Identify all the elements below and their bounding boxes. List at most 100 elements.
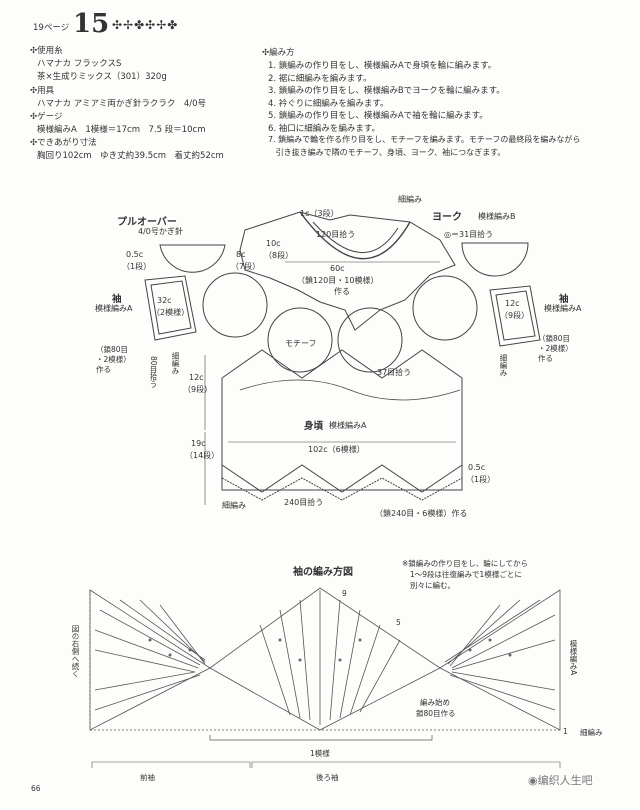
yoke-chain: （鎖120目・10模様） — [297, 276, 379, 285]
body-width: 102c（6模様） — [308, 445, 365, 454]
sleeve-edge-left: 細編み — [171, 352, 180, 375]
tools-line: ハマナカ アミアミ両かぎ針ラクラク 4/0号 — [37, 99, 207, 109]
motif-circle — [412, 275, 478, 341]
gauge-title: ゲージ — [37, 112, 63, 122]
instruction-step: 2. 裾に細編みを編みます。 — [268, 73, 372, 84]
sleeve-rows: （2模様） — [152, 308, 190, 317]
body-pick: 37目拾う — [377, 368, 412, 377]
body-label: 身頃 — [304, 421, 324, 432]
body-lower-rows: （14段） — [185, 451, 220, 460]
sleeve-rows-right: （9段） — [500, 311, 530, 320]
instruction-step: 7. 鎖編みで輪を作る作り目をし、モチーフを編みます。モチーフの最終段を編みなが… — [268, 135, 581, 144]
neck-depth: 1c（3段） — [300, 209, 339, 218]
sleeve-label-right: 袖 — [559, 294, 569, 305]
sleeve-chain-left: （鎖80目 ・2模様） 作る — [96, 345, 131, 374]
instruction-step: 引き抜き編みで隣のモチーフ、身頃、ヨーク、袖につなぎます。 — [268, 147, 506, 157]
row-number-1: 1 — [563, 727, 568, 736]
body-hem-rows: （1段） — [466, 475, 496, 484]
chart-note-3: 別々に編む。 — [410, 581, 455, 590]
page-reference: 19ページ — [33, 23, 70, 33]
sleeve-chart-title: 袖の編み方図 — [293, 567, 353, 578]
chart-front: 前袖 — [140, 773, 155, 782]
instruction-step: 1. 鎖編みの作り目をし、模様編みAで身頃を輪に編みます。 — [268, 61, 497, 71]
instruction-step: 6. 袖口に細編みを編みます。 — [268, 123, 380, 134]
sleeve-cuff-rows: （1段） — [122, 262, 152, 271]
chart-left-note: 図の右側へ続く — [71, 625, 80, 678]
chart-edge: 細編み — [580, 728, 603, 737]
sleeve-label-left: 袖 — [112, 294, 122, 305]
motif-circle — [202, 272, 268, 338]
chart-frame — [89, 590, 560, 731]
instructions-heading: ✣編み方 — [262, 48, 295, 58]
neck-edge-label: 細編み — [398, 195, 422, 204]
ornament-icon: ✣✢✤✣✢✤ — [112, 18, 179, 32]
yarn-line-1: ハマナカ フラックスS — [37, 59, 122, 69]
chart-start: 編み始め — [420, 698, 450, 707]
neck-pick: 120目拾う — [316, 230, 356, 239]
body-upper: 12c — [189, 373, 204, 382]
yoke-side-rows: （7段） — [231, 262, 261, 271]
body-pattern: 模様編みA — [329, 421, 367, 430]
size-heading: ✣できあがり寸法 — [30, 138, 97, 148]
yoke-width: 60c — [330, 264, 345, 273]
body-hem-edge: 細編み — [222, 501, 246, 510]
size-title: できあがり寸法 — [37, 138, 97, 148]
size-line: 胸回り102cm ゆき丈約39.5cm 着丈約52cm — [37, 151, 224, 161]
motif-circle — [337, 307, 403, 373]
yoke-side: 8c — [236, 250, 246, 259]
yoke-stitches: ◎＝31目拾う — [444, 230, 494, 239]
body-upper-rows: （9段） — [183, 385, 213, 394]
chart-start-chain: 鎖80目作る — [416, 709, 456, 718]
chart-back: 後ろ袖 — [316, 773, 339, 782]
page-number: 66 — [31, 784, 41, 793]
sleeve-width: 32c — [157, 296, 172, 305]
instruction-list: 1. 鎖編みの作り目をし、模様編みAで身頃を輪に編みます。 2. 裾に細編みを編… — [268, 59, 638, 159]
motif-label: モチーフ — [285, 339, 317, 348]
body-lower: 19c — [191, 439, 206, 448]
gauge-line: 模様編みA 1模様＝17cm 7.5 段＝10cm — [37, 125, 206, 135]
instruction-step: 3. 鎖編みの作り目をし、模様編みBでヨークを輪に編みます。 — [268, 86, 505, 96]
body-chain: （鎖240目・6模様）作る — [375, 509, 468, 518]
body-wave — [239, 379, 461, 401]
yarn-heading: ✣使用糸 — [30, 46, 63, 56]
back-bracket — [251, 761, 561, 768]
front-bracket — [91, 761, 251, 768]
chart-right-pattern: 模様編みA — [569, 640, 578, 676]
tools-title: 用具 — [37, 86, 55, 96]
sleeve-pattern-left: 模様編みA — [95, 304, 133, 313]
row-number-9: 9 — [342, 589, 347, 598]
sleeve-chain-right: （鎖80目 ・2模様） 作る — [538, 334, 573, 363]
sleeve-depth-right: 12c — [505, 299, 520, 308]
sleeve-pattern-right: 模様編みA — [544, 304, 582, 313]
watermark: ◉编织人生吧 — [528, 774, 593, 787]
garment-title: プルオーバー — [117, 217, 177, 228]
yarn-line-2: 茶×生成りミックス（301）320g — [37, 72, 167, 82]
chart-repeat: 1模様 — [310, 749, 330, 758]
body-hem-pick: 240目拾う — [284, 498, 324, 507]
instruction-step: 5. 鎖編みの作り目をし、模様編みAで袖を輪に編みます。 — [268, 111, 488, 121]
chart-fan — [444, 599, 556, 711]
sleeve-edge-right: 細編み — [499, 354, 508, 377]
chart-outline — [89, 587, 561, 731]
yoke-depth: 10c — [266, 239, 281, 248]
instructions-title: 編み方 — [269, 48, 295, 58]
yoke-pattern: 模様編みB — [478, 212, 516, 221]
yoke-depth-rows: （8段） — [264, 251, 294, 260]
chart-note-1: ※鎖編みの作り目をし、輪にしてから — [402, 559, 529, 568]
yoke-make: 作る — [334, 287, 350, 296]
body-hem-edge — [221, 477, 463, 501]
tools-heading: ✣用具 — [30, 86, 55, 96]
instruction-step: 4. 衿ぐりに細編みを編みます。 — [268, 98, 389, 109]
body-hem-zigzag — [221, 464, 463, 493]
gauge-heading: ✣ゲージ — [30, 112, 63, 122]
motif-half-left — [159, 244, 226, 273]
hook-size: 4/0号かぎ針 — [138, 227, 183, 236]
motif-half-right — [461, 242, 529, 277]
chart-fan — [259, 590, 401, 725]
yoke-label: ヨーク — [432, 212, 462, 223]
yarn-title: 使用糸 — [37, 46, 63, 56]
chart-note-2: 1～9段は往復編みで1模様ごとに — [410, 570, 522, 579]
sleeve-pick-left: 80目拾う — [149, 356, 158, 389]
sleeve-cuff: 0.5c — [126, 250, 144, 259]
body-hem: 0.5c — [468, 463, 486, 472]
